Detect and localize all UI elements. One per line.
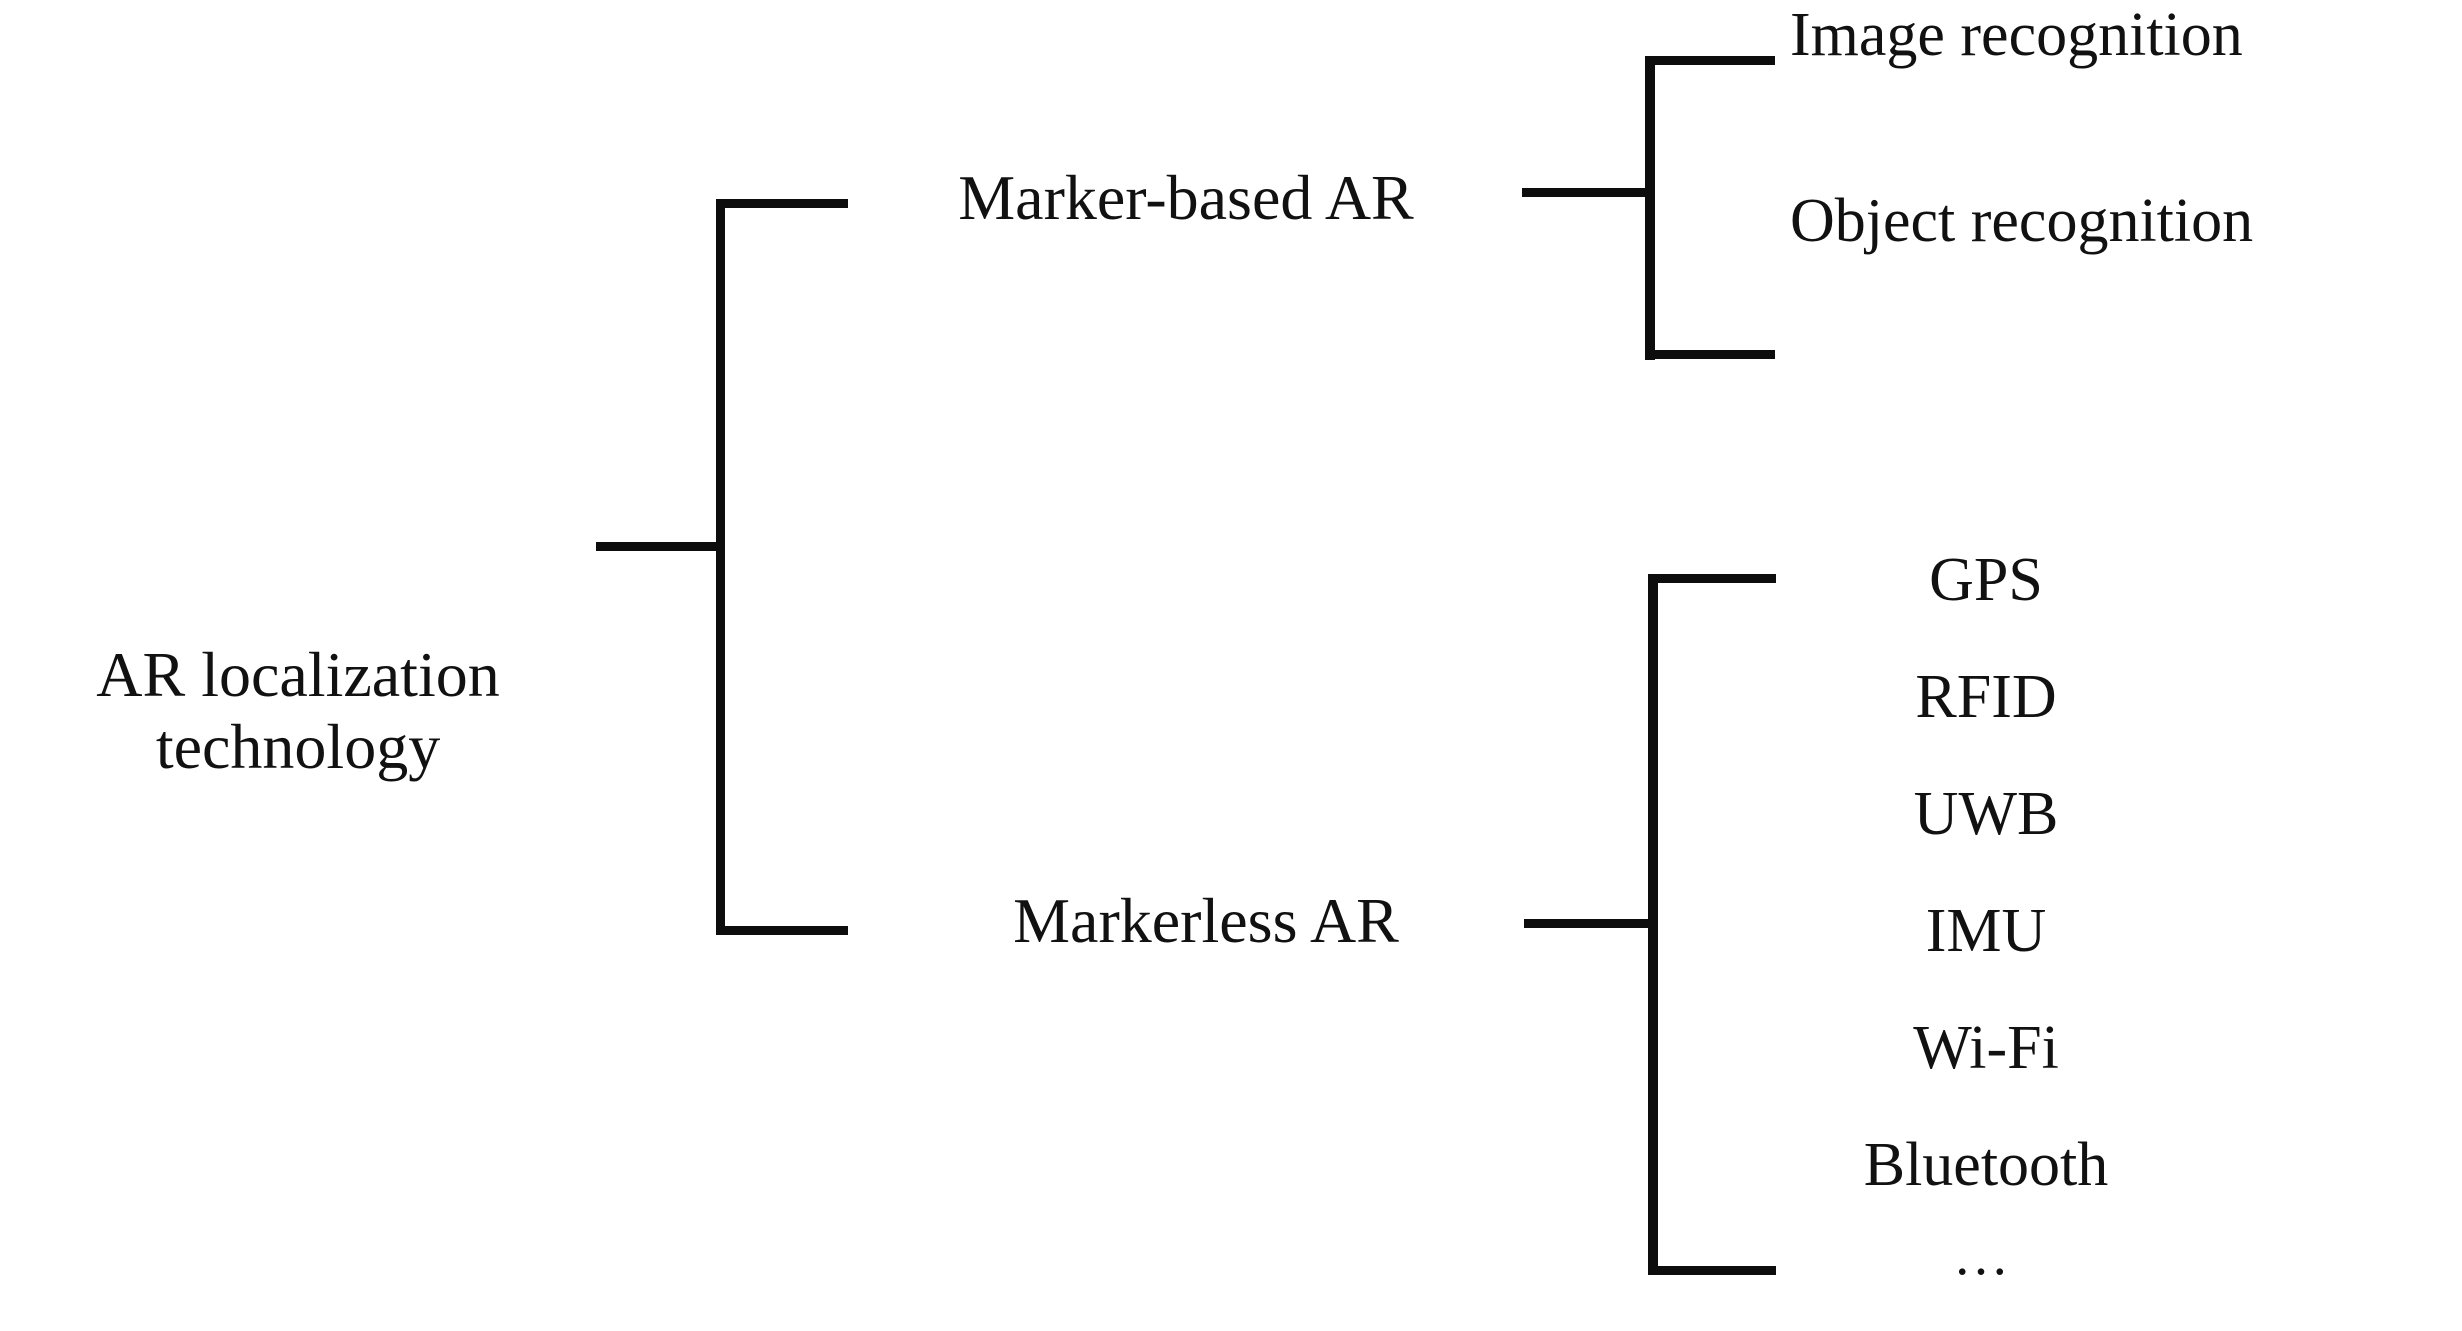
level1-bracket-top-stub [716,199,848,208]
branch-label-markerless-ar: Markerless AR [1013,885,1399,956]
root-connector-line [596,542,724,551]
leaf-label-object-recognition: Object recognition [1790,187,2254,255]
level1-bracket-vertical [716,199,725,935]
markerless-branch-connector-line [1524,919,1652,928]
level1-bracket-bottom-stub [716,926,848,935]
root-node-line-1: AR localization [96,639,500,711]
leaf-label-image-recognition: Image recognition [1790,1,2243,69]
leaf-label-wifi: Wi-Fi [1913,1014,2059,1082]
leaf-label-gps: GPS [1929,546,2043,614]
leaf-label-bluetooth: Bluetooth [1863,1131,2109,1199]
marker-children-bracket-top-stub [1645,56,1775,65]
leaf-label-rfid: RFID [1915,663,2057,731]
markerless-children-bracket-vertical [1648,574,1658,1275]
markerless-children-bracket-top-stub [1648,574,1776,583]
marker-children-bracket-vertical [1645,56,1655,360]
root-node-line-2: technology [155,711,441,783]
marker-children-bracket-bottom-stub [1645,350,1775,359]
leaf-label-ellipsis: … [1953,1225,2019,1287]
leaf-label-uwb: UWB [1913,780,2059,848]
markerless-children-bracket-bottom-stub [1648,1266,1776,1275]
marker-branch-connector-line [1522,188,1650,197]
leaf-label-imu: IMU [1925,897,2047,965]
branch-label-marker-based-ar: Marker-based AR [958,162,1414,233]
